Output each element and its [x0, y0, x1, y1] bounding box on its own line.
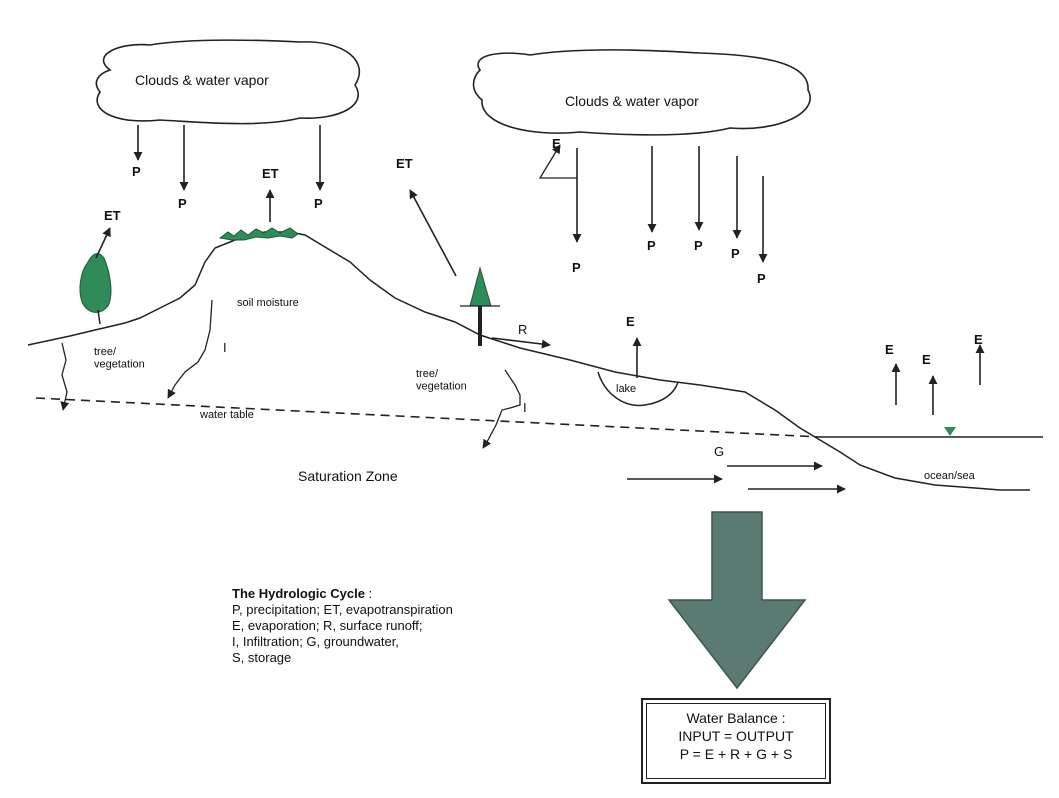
- evap-label: E: [922, 352, 931, 367]
- runoff-arrow: [491, 337, 551, 349]
- shrub-trunk: [97, 309, 101, 325]
- lake-label: lake: [616, 383, 636, 395]
- runoff-label: R: [518, 322, 527, 337]
- conifer-tree: [469, 266, 492, 307]
- saturation-zone-label: Saturation Zone: [298, 468, 398, 484]
- et-label: ET: [104, 208, 121, 223]
- precip-label: P: [694, 238, 703, 253]
- precip-label: P: [572, 260, 581, 275]
- lake-basin: [597, 371, 679, 407]
- evap-label: E: [885, 342, 894, 357]
- water-balance-title: Water Balance :: [686, 710, 786, 726]
- precip-label: P: [757, 271, 766, 286]
- water-balance-inner: Water Balance : INPUT = OUTPUT P = E + R…: [646, 703, 826, 779]
- legend-line: P, precipitation; ET, evapotranspiration: [232, 602, 453, 617]
- evap-label: E: [974, 332, 983, 347]
- groundwater-label: G: [714, 444, 724, 459]
- infiltration-path-right: [482, 369, 521, 449]
- right-cloud-label: Clouds & water vapor: [565, 93, 699, 109]
- legend-line: I, Infiltration; G, groundwater,: [232, 634, 399, 649]
- legend-title-row: The Hydrologic Cycle :: [232, 586, 453, 602]
- infiltration-path-left: [60, 342, 70, 411]
- evap-label: E: [626, 314, 635, 329]
- precip-label: P: [314, 196, 323, 211]
- et-arrow: [95, 227, 111, 259]
- precip-label: P: [178, 196, 187, 211]
- water-table-label: water table: [199, 409, 254, 421]
- big-down-arrow: [667, 511, 807, 690]
- precip-label: P: [132, 164, 141, 179]
- infiltration-label: I: [523, 400, 527, 415]
- legend-title: The Hydrologic Cycle: [232, 586, 365, 601]
- evap-label: E: [552, 136, 561, 151]
- legend-line: E, evaporation; R, surface runoff;: [232, 618, 423, 633]
- precip-label: P: [647, 238, 656, 253]
- land-surface-line: [27, 231, 1030, 491]
- tree-vegetation-label-left: tree/vegetation: [94, 346, 145, 371]
- et-label: ET: [262, 166, 279, 181]
- et-label: ET: [396, 156, 413, 171]
- water-balance-box: Water Balance : INPUT = OUTPUT P = E + R…: [641, 698, 831, 784]
- soil-moisture-label: soil moisture: [237, 297, 299, 309]
- shrub-left: [79, 253, 112, 313]
- water-balance-line1: INPUT = OUTPUT: [678, 728, 794, 744]
- legend-line: S, storage: [232, 650, 292, 665]
- water-level-symbol: [944, 427, 956, 436]
- legend: The Hydrologic Cycle : P, precipitation;…: [232, 586, 453, 666]
- rain-evaporation-arrow: [538, 144, 577, 179]
- precip-label: P: [731, 246, 740, 261]
- legend-title-suffix: :: [364, 586, 373, 601]
- right-cloud: [472, 49, 811, 136]
- water-table-line: [35, 397, 821, 438]
- ocean-label: ocean/sea: [924, 470, 976, 482]
- et-arrow: [409, 189, 457, 277]
- tree-vegetation-label-right: tree/vegetation: [416, 368, 467, 393]
- hilltop-vegetation: [218, 227, 299, 241]
- water-balance-line2: P = E + R + G + S: [679, 746, 793, 762]
- left-cloud: [95, 39, 361, 125]
- infiltration-label: I: [223, 340, 227, 355]
- tree-trunk: [478, 302, 482, 346]
- infiltration-path-hill: [167, 299, 213, 399]
- left-cloud-label: Clouds & water vapor: [135, 72, 269, 88]
